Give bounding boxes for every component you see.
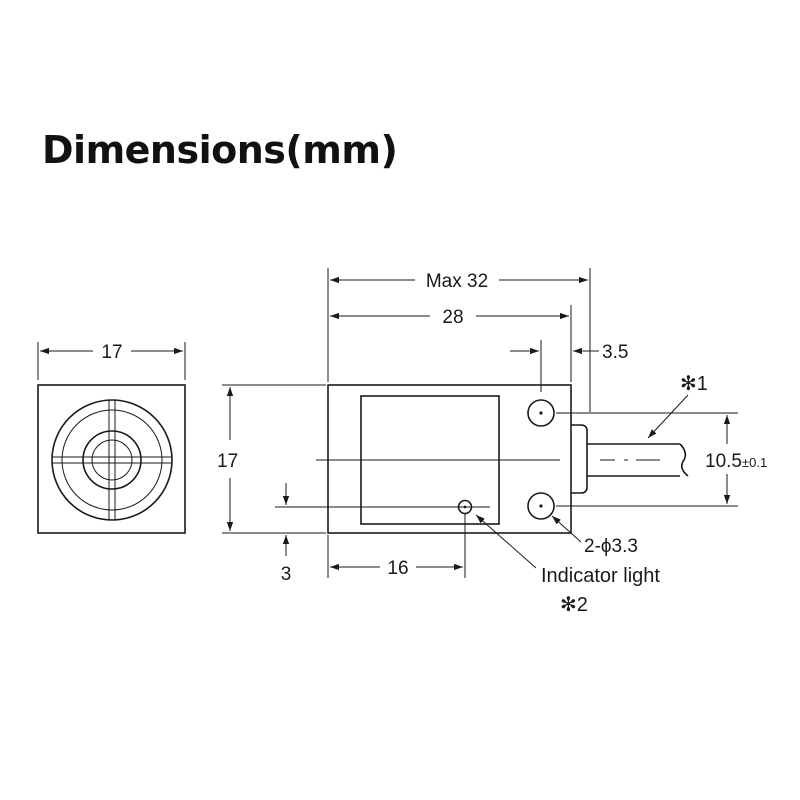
mount-offset-label: 3.5: [602, 342, 628, 363]
note-2-label: ✻2: [560, 594, 588, 616]
height-label: 17: [217, 451, 238, 472]
sensing-face-icon: [51, 399, 173, 521]
note-1-label: ✻1: [680, 373, 708, 395]
cable: [587, 443, 689, 477]
indicator-offset-label: 16: [387, 558, 408, 579]
mounting-hole-top: [527, 399, 555, 427]
bottom-offset-label: 3: [281, 564, 292, 585]
hole-spec-label: 2-ϕ3.3: [584, 536, 638, 557]
body-length-label: 28: [442, 307, 463, 328]
front-view: 17: [37, 342, 186, 534]
indicator-light-label: Indicator light: [541, 565, 660, 587]
max-length-label: Max 32: [426, 271, 488, 292]
side-view: Max 32 28 3.5 17 10.5±0.1 16 3: [217, 268, 767, 616]
page-title: Dimensions(mm): [42, 128, 398, 172]
front-outline: [37, 384, 186, 534]
mounting-hole-bottom: [527, 492, 555, 520]
cable-gland: [571, 424, 588, 494]
sensor-body: [327, 384, 572, 534]
cable-offset-label: 10.5±0.1: [705, 451, 767, 472]
front-width-label: 17: [101, 342, 122, 363]
